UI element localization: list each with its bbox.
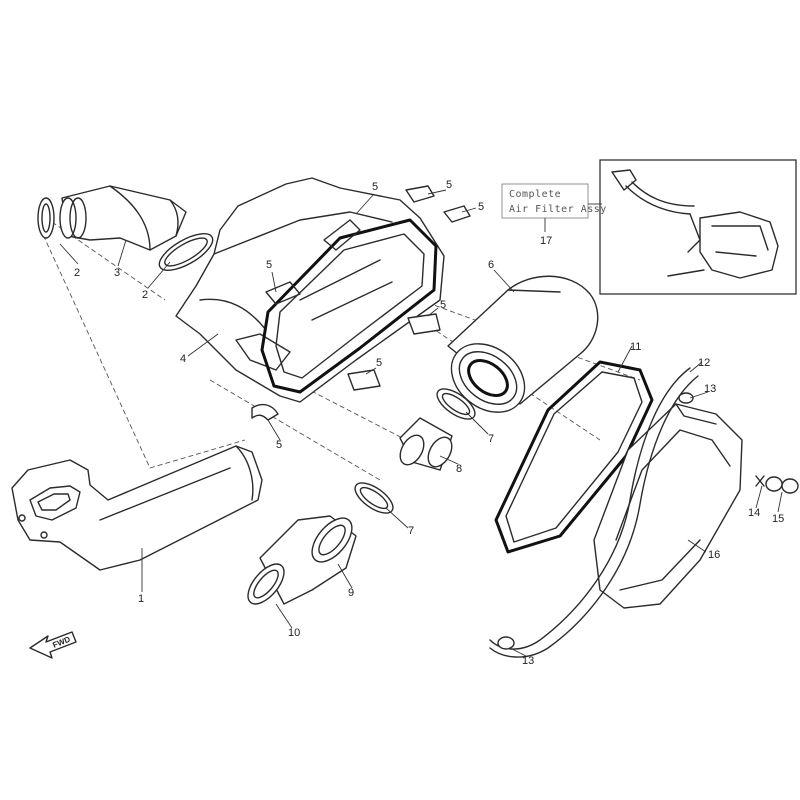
callout-12: 12 [698,357,710,369]
callout-5-f: 5 [376,357,382,369]
retaining-clips [251,185,471,421]
callout-15: 15 [772,513,784,525]
callout-1: 1 [138,593,144,605]
intake-duct [11,445,263,571]
callout-7-upper: 7 [488,433,494,445]
callout-5-c: 5 [478,201,484,213]
callout-8: 8 [456,463,462,475]
callout-3: 3 [114,267,120,279]
callout-16: 16 [708,549,720,561]
drain-plug [755,475,799,494]
cover-gasket [494,360,654,554]
fwd-arrow: FWD [29,631,77,659]
connector-boot [247,515,357,605]
callout-2-clamp: 2 [142,289,148,301]
callout-7-lower: 7 [408,525,414,537]
assembly-label-box: Complete Air Filter Assy [501,183,607,232]
callout-4: 4 [180,353,186,365]
callout-2-sleeve: 2 [74,267,80,279]
callout-11: 11 [630,341,641,353]
filter-element [447,275,599,413]
callout-leaders [59,189,783,657]
assembly-label-line2: Air Filter Assy [509,204,607,215]
callout-5-a: 5 [372,181,378,193]
callout-6: 6 [488,259,494,271]
callout-17: 17 [540,235,552,247]
callout-5-b: 5 [446,179,452,191]
callout-numbers: 1 2 2 3 4 5 5 5 5 5 5 5 6 7 7 8 9 10 11 … [74,179,784,667]
inlet-sleeve [37,185,214,271]
assembly-inset [599,159,797,295]
callout-13-upper: 13 [704,383,716,395]
callout-14: 14 [748,507,760,519]
callout-5-d: 5 [266,259,272,271]
air-box-housing [175,177,445,403]
hose-clamps [354,388,476,514]
assembly-label-line1: Complete [509,189,561,200]
outlet-sleeve [399,417,453,471]
callout-13-lower: 13 [522,655,534,667]
drain-hose [489,367,699,658]
callout-5-e: 5 [440,299,446,311]
callout-5-g: 5 [276,439,282,451]
air-box-cover [593,403,743,609]
callout-10: 10 [288,627,300,639]
callout-9: 9 [348,587,354,599]
